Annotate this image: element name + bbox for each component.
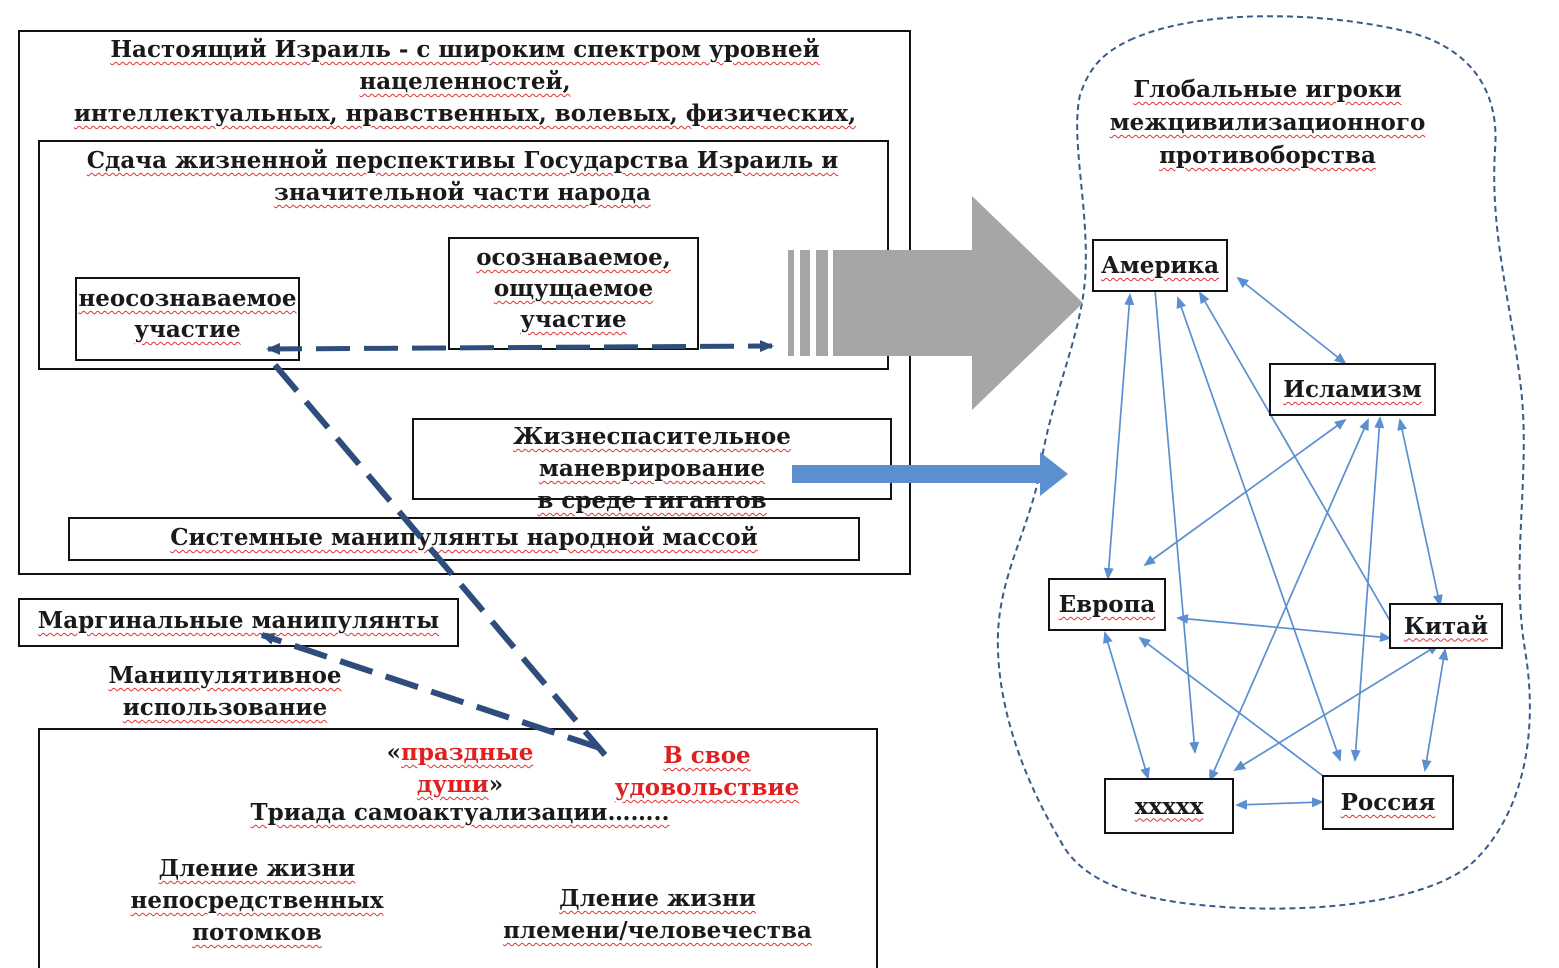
maneuver-text: Жизнеспасительное маневрирование в среде… [414,421,890,517]
triad-text: Триада самоактуализации…….. [250,799,670,826]
edge-xxxxx-russia [1235,797,1324,810]
node-america: Америка [1092,239,1228,292]
maneuver-line-1: Жизнеспасительное маневрирование [513,423,791,482]
node-europe-label: Европа [1058,591,1156,618]
conscious-text: осознаваемое, ощущаемое участие [450,242,697,335]
edge-islamism-china [1397,418,1443,607]
edge-china-russia [1421,648,1449,772]
marginal-manipulants-box [18,598,459,647]
edge-islamism-russia [1350,416,1385,762]
global-players-title-line-2: межцивилизационного [1109,109,1426,136]
edge-america-islamism [1236,276,1347,365]
global-players-title-line-1: Глобальные игроки [1133,76,1402,103]
edge-china-xxxxx [1233,643,1440,772]
for-pleasure-line-1: В свое [663,742,751,769]
conscious-dash-arrow [266,340,774,355]
triad-label: Триада самоактуализации…….. [250,797,670,829]
idle-souls-quote-close: » [488,771,504,798]
edge-america-xxxxx [1154,289,1200,754]
life-tribe-line-2: племени/человечества [503,917,812,944]
edge-america-europe [1103,293,1135,580]
idle-souls-quote-open: « [386,739,401,766]
node-islamism: Исламизм [1269,363,1436,416]
node-china: Китай [1389,603,1503,649]
dash-unconscious-to-pleasure [272,363,608,757]
conscious-line-1: осознаваемое, [476,244,671,271]
system-manipulants-box [68,517,860,561]
node-china-label: Китай [1403,612,1489,640]
unconscious-text: неосознаваемое участие [77,283,298,345]
surrender-title: Сдача жизненной перспективы Государства … [40,145,885,209]
dashed-connections [260,340,774,757]
marginal-manipulants-text: Маргинальные манипулянты [37,607,440,634]
manipulative-use-line-2: использование [122,694,328,721]
global-players-title-line-3: противоборства [1159,142,1376,169]
idle-souls-label: «праздные души» [340,737,580,801]
global-players-cloud [996,15,1531,910]
for-pleasure-line-2: удовольствие [614,774,800,801]
conscious-line-3: участие [520,306,627,333]
israel-title-line-1: Настоящий Израиль - с широким спектром у… [110,36,820,95]
node-america-label: Америка [1101,252,1219,279]
dash-pleasure-to-marginal [260,632,601,751]
edge-america-china [1198,291,1402,640]
node-xxxxx-label: ххххх [1134,792,1204,820]
edge-europe-china [1176,613,1392,643]
unconscious-box [75,277,300,361]
maneuver-line-2: в среде гигантов [537,487,767,514]
manipulative-use-label: Манипулятивное использование [90,660,360,724]
surrender-title-line-1: Сдача жизненной перспективы Государства … [86,147,839,174]
edge-europe-xxxxx [1103,631,1150,780]
gray-big-arrow [788,196,1083,410]
conscious-line-2: ощущаемое [493,275,654,302]
node-russia-label: Россия [1340,789,1436,816]
life-descendants-line-2: непосредственных потомков [130,887,384,946]
self-actualization-box [38,728,878,968]
idle-souls-text: праздные души [401,739,534,798]
life-tribe-line-1: Дление жизни [559,885,756,912]
system-manipulants-text: Системные манипулянты народной массой [170,524,758,551]
unconscious-line-2: участие [134,316,241,343]
node-russia: Россия [1322,775,1454,830]
manipulative-use-line-1: Манипулятивное [108,662,342,689]
edge-islamism-xxxxx [1209,418,1369,782]
israel-title-line-2: интеллектуальных, нравственных, волевых,… [73,100,857,127]
maneuver-box [412,418,892,500]
node-xxxxx: ххххх [1104,778,1234,834]
unconscious-line-1: неосознаваемое [78,285,297,312]
node-islamism-label: Исламизм [1283,376,1422,403]
maneuver-arrow [792,452,1068,496]
life-tribe-label: Дление жизни племени/человечества [500,883,815,947]
for-pleasure-label: В свое удовольствие [612,740,802,804]
node-europe: Европа [1048,578,1166,631]
global-players-title: Глобальные игроки межцивилизационного пр… [1105,73,1430,172]
life-descendants-label: Дление жизни непосредственных потомков [62,853,452,949]
surrender-title-line-2: значительной части народа [274,179,651,206]
player-connections [1103,276,1449,810]
life-descendants-line-1: Дление жизни [158,855,356,882]
